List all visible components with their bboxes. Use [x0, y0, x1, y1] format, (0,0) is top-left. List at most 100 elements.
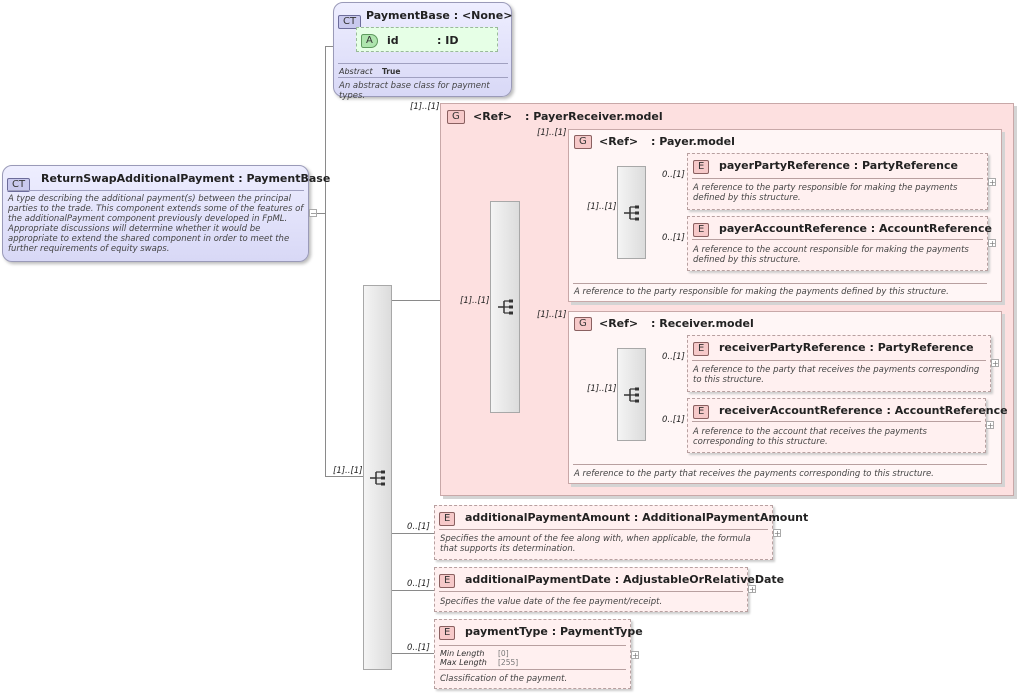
- divider: [692, 239, 983, 240]
- element-multiplicity: 0..[1]: [662, 233, 685, 243]
- connector-line: [392, 533, 434, 534]
- element-name: receiverPartyReference: [719, 341, 866, 354]
- attribute-type: : ID: [437, 34, 459, 47]
- complex-type-extension-icon: CT: [7, 178, 31, 192]
- element-receiver-party-reference[interactable]: E receiverPartyReference : PartyReferenc…: [687, 335, 991, 392]
- element-payer-party-reference[interactable]: E payerPartyReference : PartyReference A…: [687, 153, 988, 210]
- complex-type-icon: CT: [338, 15, 362, 29]
- expand-toggle[interactable]: +: [631, 651, 639, 660]
- connector-line: [392, 590, 434, 591]
- expand-toggle[interactable]: +: [748, 585, 756, 594]
- element-receiver-account-reference[interactable]: E receiverAccountReference : AccountRefe…: [687, 398, 1008, 453]
- element-description: A reference to the account that receives…: [693, 427, 927, 447]
- element-multiplicity: 0..[1]: [662, 352, 685, 362]
- expand-toggle[interactable]: +: [988, 178, 996, 187]
- element-additional-payment-date[interactable]: E additionalPaymentDate : AdjustableOrRe…: [434, 567, 784, 612]
- divider: [692, 178, 983, 179]
- element-icon: E: [693, 160, 710, 174]
- sequence-icon: [370, 470, 385, 486]
- connector-line: [392, 300, 440, 301]
- abstract-label: Abstract: [339, 67, 373, 76]
- group-icon: G: [574, 135, 592, 149]
- element-multiplicity: 0..[1]: [407, 522, 430, 532]
- payer-multiplicity: [1]..[1]: [537, 128, 567, 138]
- collapse-toggle[interactable]: −: [309, 209, 317, 218]
- main-sequence-multiplicity: [1]..[1]: [333, 466, 363, 476]
- element-name: paymentType: [465, 625, 548, 638]
- connector-line: [325, 476, 363, 477]
- expand-toggle[interactable]: +: [991, 359, 999, 368]
- receiver-seq-multiplicity: [1]..[1]: [587, 384, 617, 394]
- root-description: A type describing the additional payment…: [8, 194, 304, 254]
- divider: [7, 190, 304, 191]
- divider: [439, 529, 768, 530]
- root-type-name: ReturnSwapAdditionalPayment: [41, 172, 235, 185]
- divider: [692, 360, 986, 361]
- root-title: ReturnSwapAdditionalPayment : PaymentBas…: [41, 172, 331, 185]
- divider: [439, 645, 626, 646]
- element-description: Specifies the value date of the fee paym…: [440, 597, 663, 607]
- element-multiplicity: 0..[1]: [407, 643, 430, 653]
- payer-receiver-multiplicity: [1]..[1]: [410, 102, 440, 112]
- element-description: A reference to the account responsible f…: [693, 245, 969, 265]
- element-description: A reference to the party responsible for…: [693, 183, 958, 203]
- element-type: PartyReference: [862, 159, 958, 172]
- payment-base-description: An abstract base class for payment types…: [339, 81, 490, 101]
- element-additional-payment-amount[interactable]: E additionalPaymentAmount : AdditionalPa…: [434, 505, 808, 560]
- element-payment-type[interactable]: E paymentType : PaymentType Min Length […: [434, 619, 643, 689]
- divider: [338, 77, 508, 78]
- element-icon: E: [693, 223, 710, 237]
- root-base-type: PaymentBase: [246, 172, 331, 185]
- element-name: receiverAccountReference: [719, 404, 883, 417]
- group-name: : Payer.model: [651, 135, 735, 148]
- element-type: PaymentType: [559, 625, 643, 638]
- max-length-value: [255]: [498, 658, 519, 667]
- element-payer-account-reference[interactable]: E payerAccountReference : AccountReferen…: [687, 216, 992, 271]
- element-icon: E: [693, 405, 710, 419]
- attribute-id[interactable]: A id : ID: [356, 27, 498, 52]
- element-description: Classification of the payment.: [440, 674, 568, 684]
- group-icon: G: [574, 317, 592, 331]
- element-description: A reference to the party that receives t…: [693, 365, 980, 385]
- root-complex-type[interactable]: CT ReturnSwapAdditionalPayment : Payment…: [2, 165, 330, 262]
- element-icon: E: [439, 626, 456, 640]
- divider: [439, 669, 626, 670]
- payer-receiver-seq-multiplicity: [1]..[1]: [460, 296, 490, 306]
- element-name: payerPartyReference: [719, 159, 850, 172]
- group-icon: G: [447, 110, 465, 124]
- min-length-value: [0]: [498, 649, 509, 658]
- element-name: payerAccountReference: [719, 222, 867, 235]
- sequence-icon: [624, 205, 639, 221]
- attribute-icon: A: [361, 34, 378, 48]
- payment-base-type[interactable]: CT PaymentBase : <None> A id : ID Abstra…: [333, 2, 512, 101]
- group-name: : Receiver.model: [651, 317, 754, 330]
- expand-toggle[interactable]: +: [988, 239, 996, 248]
- element-type: AdditionalPaymentAmount: [642, 511, 809, 524]
- abstract-value: True: [382, 67, 401, 76]
- element-name: additionalPaymentAmount: [465, 511, 631, 524]
- receiver-multiplicity: [1]..[1]: [537, 310, 567, 320]
- connector-line: [309, 213, 325, 214]
- element-description: Specifies the amount of the fee along wi…: [440, 534, 751, 554]
- divider: [573, 283, 987, 284]
- divider: [573, 464, 987, 465]
- element-type: AccountReference: [894, 404, 1008, 417]
- expand-toggle[interactable]: +: [773, 529, 781, 538]
- element-type: AccountReference: [879, 222, 992, 235]
- element-icon: E: [439, 574, 456, 588]
- payer-seq-multiplicity: [1]..[1]: [587, 202, 617, 212]
- element-multiplicity: 0..[1]: [407, 579, 430, 589]
- expand-toggle[interactable]: +: [986, 421, 994, 430]
- element-multiplicity: 0..[1]: [662, 415, 685, 425]
- receiver-group-description: A reference to the party that receives t…: [574, 469, 934, 479]
- group-ref: <Ref>: [599, 317, 639, 330]
- group-ref: <Ref>: [599, 135, 639, 148]
- receiver-sequence[interactable]: [617, 348, 646, 441]
- min-length-label: Min Length: [440, 649, 485, 658]
- element-icon: E: [439, 512, 456, 526]
- element-multiplicity: 0..[1]: [662, 170, 685, 180]
- attribute-name: id: [387, 34, 399, 47]
- group-name: : PayerReceiver.model: [525, 110, 663, 123]
- payer-group-description: A reference to the party responsible for…: [574, 287, 949, 297]
- sequence-icon: [498, 299, 513, 315]
